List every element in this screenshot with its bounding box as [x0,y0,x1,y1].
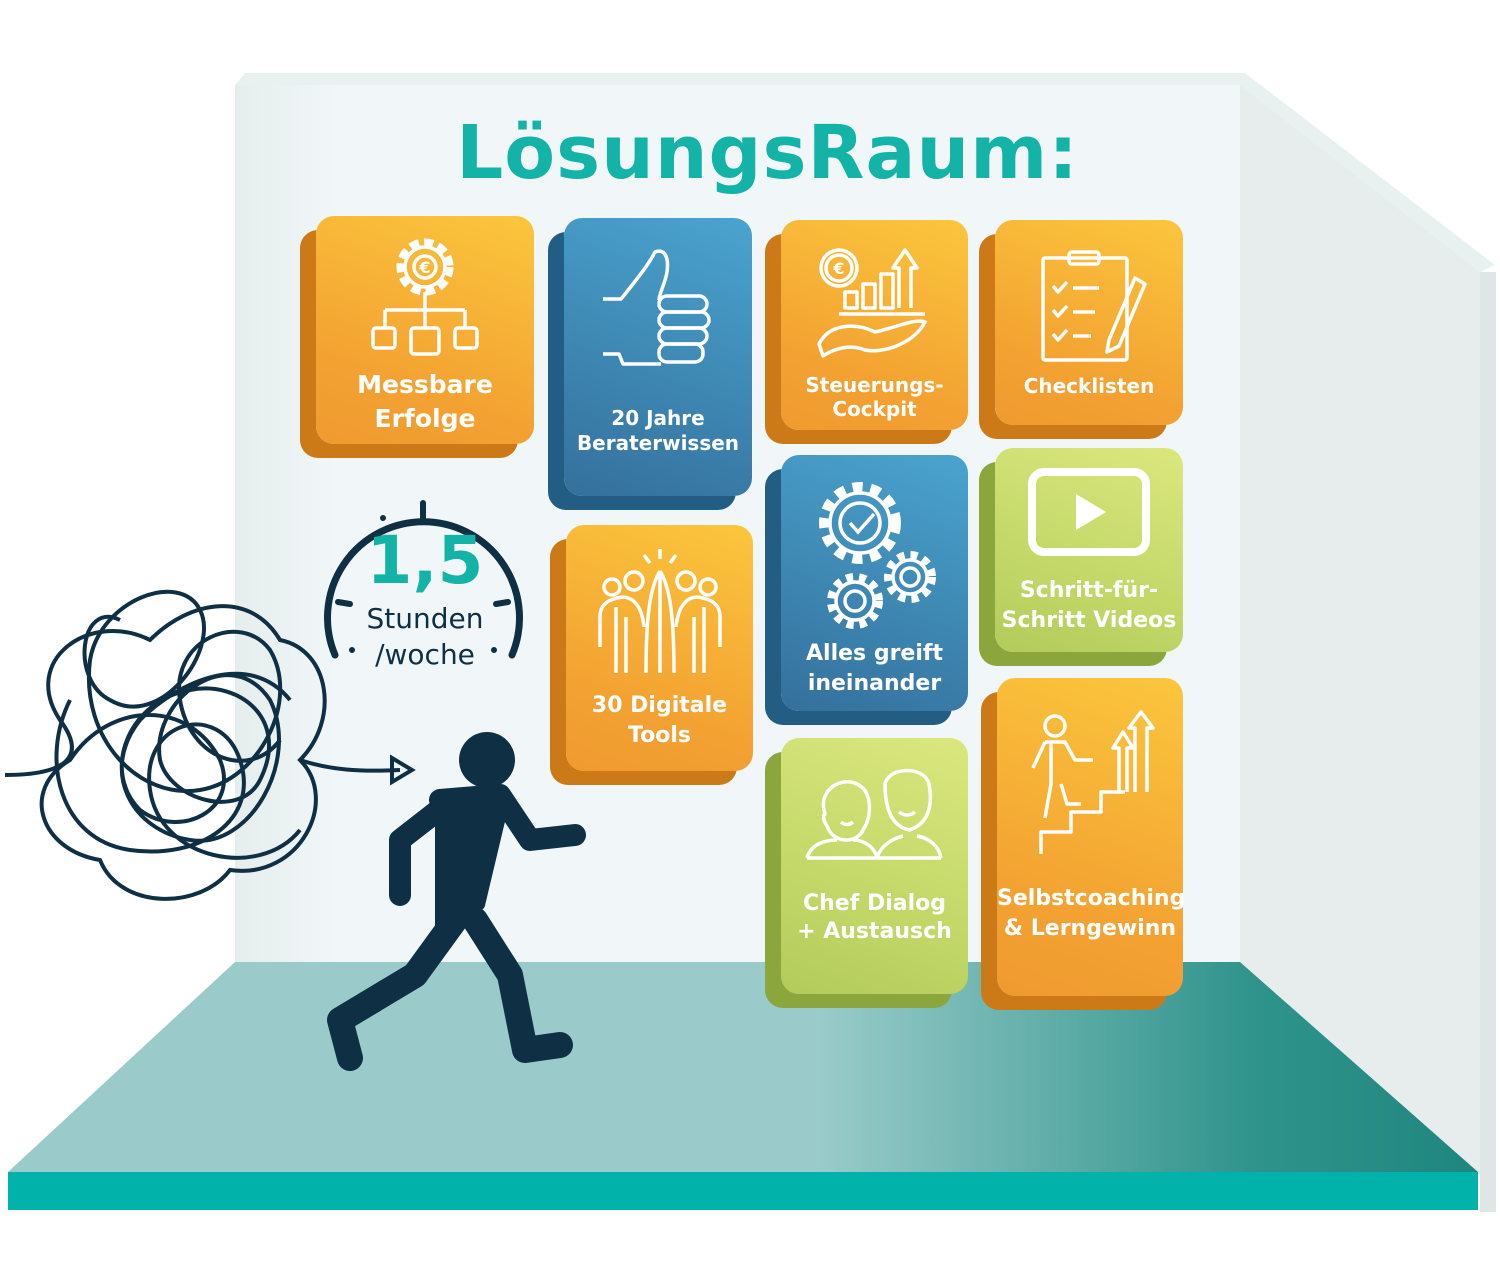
right-wall [1240,85,1480,1175]
tile-label-line: Steuerungs- [805,373,944,397]
tile-label-line: Erfolge [374,404,476,433]
clock-unit-line1: Stunden [366,602,484,635]
tile-label-line: + Austausch [797,919,952,944]
floor [8,962,1478,1172]
clock-value: 1,5 [366,522,484,599]
clock-unit-line2: /woche [375,638,475,671]
svg-text:€: € [418,258,430,277]
tile-checklisten: Checklisten [995,220,1183,425]
tile-chef-dialog: Chef Dialog + Austausch [781,738,968,994]
person-climbing-stairs-icon [1031,710,1155,854]
tile-label-line: Chef Dialog [802,891,946,916]
running-person-icon [327,732,586,1071]
tile-label-line: Alles greift [806,641,943,666]
team-high-five-icon [597,549,722,674]
tile-label-line: 30 Digitale [591,693,728,718]
right-wall-edge [1480,272,1496,1212]
tile-selbstcoaching: Selbstcoaching & Lerngewinn [997,678,1186,996]
video-play-icon [1028,468,1150,556]
clipboard-checklist-icon [1041,250,1147,362]
hand-chart-euro-icon: € [816,248,927,358]
tile-label-line: & Lerngewinn [1003,916,1177,941]
tile-label-line: Checklisten [1023,374,1155,398]
tile-steuerungs-cockpit: € Steuerungs-Cockpit [781,220,968,430]
thumbs-up-icon [603,249,711,366]
tile-label-line: Tools [628,723,691,748]
tile-label-line: Beraterwissen [576,431,740,455]
tile-label-line: Schritt-für- [1019,578,1159,603]
tile-label-line: Cockpit [832,397,917,421]
tile-label-line: Schritt Videos [1001,608,1177,633]
tangled-scribble-icon [4,589,416,901]
floor-front-edge [8,1172,1478,1210]
tile-videos: Schritt-für- Schritt Videos [995,448,1183,652]
gears-check-icon [818,482,936,629]
tile-alles-greift: Alles greift ineinander [781,455,968,711]
page-title: LösungsRaum: [456,110,1079,196]
tile-label-line: 20 Jahre [611,406,705,430]
svg-text:€: € [832,259,844,278]
gear-euro-hierarchy-icon: € [371,238,479,356]
tile-label-line: ineinander [807,671,942,696]
tile-label-line: Messbare [357,370,493,399]
clock-icon [324,500,523,659]
two-people-icon [804,768,943,860]
tile-label-line: Selbstcoaching [997,886,1186,911]
